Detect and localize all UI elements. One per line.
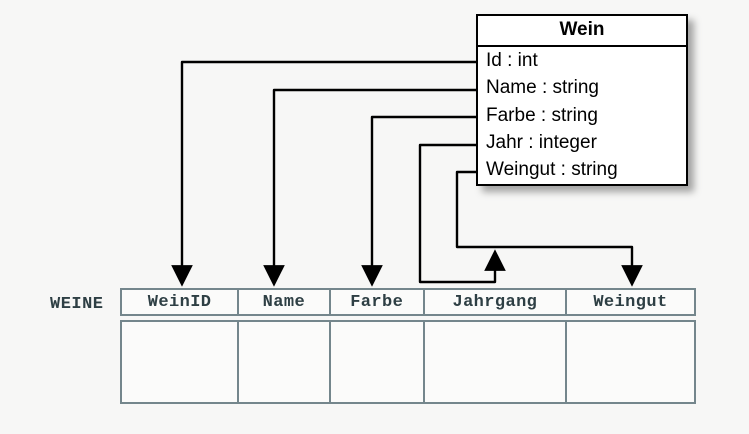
uml-attribute-id: Id : int: [486, 49, 538, 71]
connector-name-to-name: [263, 88, 476, 287]
table-cell-weinid: [122, 322, 240, 402]
table-header-farbe: Farbe: [331, 290, 425, 314]
connector-farbe-to-farbe: [361, 115, 476, 287]
uml-attribute-list: Id : int Name : string Farbe : string Ja…: [478, 47, 686, 184]
uml-class-name: Wein: [478, 16, 686, 47]
uml-attribute-name: Name : string: [486, 77, 599, 99]
table-cell-weingut: [567, 322, 694, 402]
uml-class-box: Wein Id : int Name : string Farbe : stri…: [476, 14, 688, 186]
table-cell-name: [239, 322, 331, 402]
uml-attribute-jahr: Jahr : integer: [486, 132, 597, 154]
table-header-row: WeinID Name Farbe Jahrgang Weingut: [120, 288, 696, 316]
table-header-weingut: Weingut: [593, 292, 668, 312]
table-header-weinid: WeinID: [122, 290, 240, 314]
table-cell-farbe: [331, 322, 425, 402]
table-header-name: Name: [239, 290, 331, 314]
table-row: [120, 320, 696, 404]
uml-attribute-farbe: Farbe : string: [486, 104, 598, 126]
table-name-label: WEINE: [50, 295, 104, 314]
uml-attribute-weingut: Weingut : string: [486, 159, 618, 181]
connector-weingut-to-weingut: [455, 170, 643, 287]
table-cell-jahrgang: [425, 322, 567, 402]
table-header-jahrgang: Jahrgang: [425, 290, 567, 314]
relational-table: WeinID Name Farbe Jahrgang Weingut: [120, 288, 696, 404]
connector-jahr-to-jahrgang: [418, 143, 506, 284]
connector-id-to-weinid: [171, 60, 476, 287]
